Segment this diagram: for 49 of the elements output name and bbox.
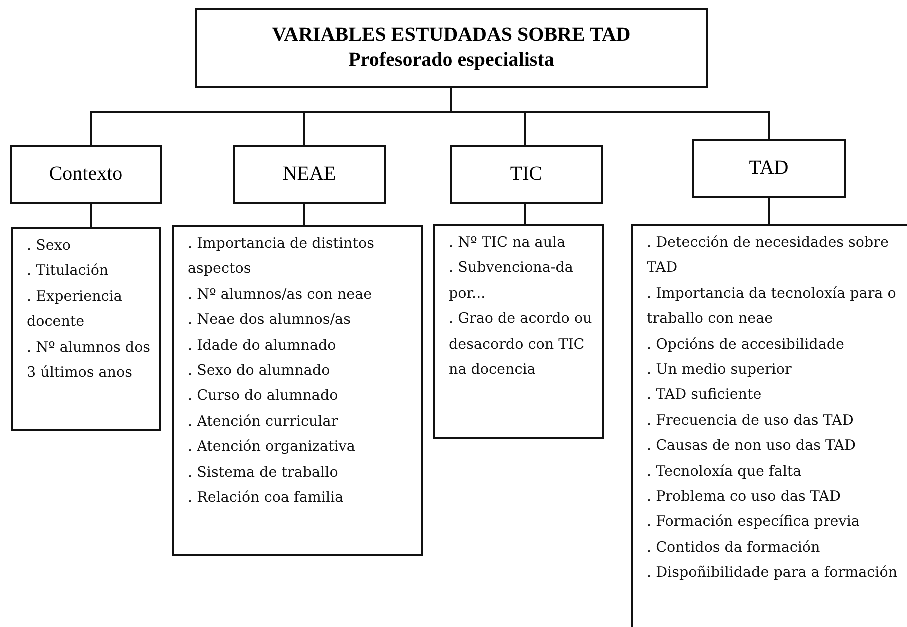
list-item: . Problema co uso das TAD xyxy=(647,488,842,508)
list-item: . Sistema de traballo xyxy=(188,464,340,483)
list-item: . Importancia da tecnoloxía para o traballo con neae xyxy=(647,284,898,330)
variable-list-box xyxy=(631,224,907,627)
list-item: . Idade do alumnado xyxy=(188,336,338,356)
list-item: . Opcións de accesibilidade xyxy=(647,336,846,355)
list-item: . Nº alumnos/as con neae xyxy=(188,286,374,305)
connector-line xyxy=(768,198,770,224)
list-item: . Importancia de distintos aspectos xyxy=(188,235,376,280)
node-subheading: Profesorado especialista xyxy=(348,48,554,73)
category-box xyxy=(450,145,603,204)
connector-line xyxy=(450,88,770,139)
list-item: . Curso do alumnado xyxy=(188,387,340,406)
category-label: Contexto xyxy=(49,163,123,186)
list-item: . Tecnoloxía que falta xyxy=(647,462,803,482)
list-item: . Frecuencia de uso das TAD xyxy=(647,412,855,431)
variable-list-box xyxy=(11,227,161,431)
list-item: . Dispoñibilidade para a formación xyxy=(647,564,899,584)
list-item: . Relación coa familia xyxy=(188,489,345,508)
category-box xyxy=(10,145,162,204)
list-item: . Nº TIC na aula xyxy=(449,234,567,253)
category-box xyxy=(233,145,386,204)
list-item: . Subvenciona-da por... xyxy=(449,259,574,304)
node-heading: VARIABLES ESTUDADAS SOBRE TAD xyxy=(272,23,631,48)
list-item: . Nº alumnos dos 3 últimos anos xyxy=(27,338,152,384)
list-item: . Contidos da formación xyxy=(647,538,822,558)
list-item: . Sexo xyxy=(27,237,72,256)
variable-list-box xyxy=(172,225,423,556)
list-item: . TAD suficiente xyxy=(647,386,763,406)
list-item: . Titulación xyxy=(27,262,110,282)
list-item: . Sexo do alumnado xyxy=(188,362,332,382)
list-item: . Formación específica previa xyxy=(647,513,861,532)
category-label: NEAE xyxy=(282,163,336,186)
list-item: . Atención curricular xyxy=(188,412,340,432)
list-item: . Detección de necesidades sobre TAD xyxy=(647,234,890,278)
list-item: . Grao de acordo ou desacordo con TIC na docencia xyxy=(449,310,594,380)
variable-list-box xyxy=(433,224,604,439)
category-label: TAD xyxy=(749,157,789,180)
list-item: . Neae dos alumnos/as xyxy=(188,311,352,330)
title-box xyxy=(195,8,708,88)
connector-line xyxy=(303,204,305,225)
connector-line xyxy=(524,204,526,224)
list-item: . Experiencia docente xyxy=(27,288,124,332)
list-item: . Causas de non uso das TAD xyxy=(647,437,858,456)
category-box xyxy=(692,139,846,198)
list-item: . Atención organizativa xyxy=(188,438,356,458)
list-item: . Un medio superior xyxy=(647,361,793,380)
category-label: TIC xyxy=(510,163,543,186)
connector-line xyxy=(90,204,92,227)
